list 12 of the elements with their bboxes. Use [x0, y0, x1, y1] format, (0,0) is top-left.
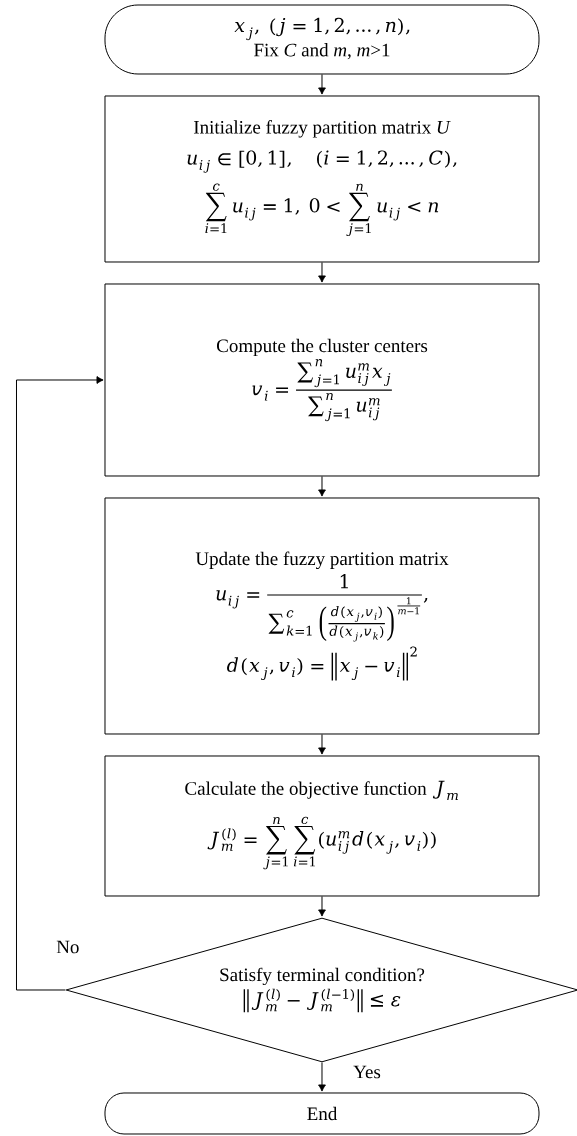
arrow [16, 376, 104, 991]
arrow [318, 734, 326, 755]
process-box: Calculate the objective function $J_{m}$ $J_{m}^{(l)}=\sum_{j=1}^{n}\sum_{i=1}^{c}(u_{ij}^{m}d(x_{j},v_{i}))$ [104, 755, 540, 897]
process-box: Compute the cluster centers $v_{i}=\frac{\sum_{j=1}^{n}u_{ij}^{m}x_{j}}{\sum_{j=1}^{n}u_{ij}^{m}}$ [104, 283, 540, 477]
arrow [318, 74, 326, 95]
arrow [318, 262, 326, 283]
edge-label: Yes [352, 1064, 382, 1080]
arrow [318, 476, 326, 497]
arrow [318, 1062, 326, 1092]
arrow [318, 896, 326, 917]
process-box: Initialize fuzzy partition matrix U $u_{ij}\in[0,1],\quad (i=1,2,\ldots,C),$ $\sum_{i=1}^{c}u_{ij}=1,\ 0<\sum_{j=1}^{n}u_{ij}<n$ [104, 95, 540, 263]
process-box: Update the fuzzy partition matrix $u_{ij}=\frac{1}{\sum_{k=1}^{c}\left(\frac{d(x_{j},v_{i})}{d(x_{j},v_{k})}\right)^{\frac{1}{m-1}}},$ $d(x_{j},v_{i})=\left\|x_{j}-v_{i}\right\|^{2}$ [104, 497, 540, 735]
